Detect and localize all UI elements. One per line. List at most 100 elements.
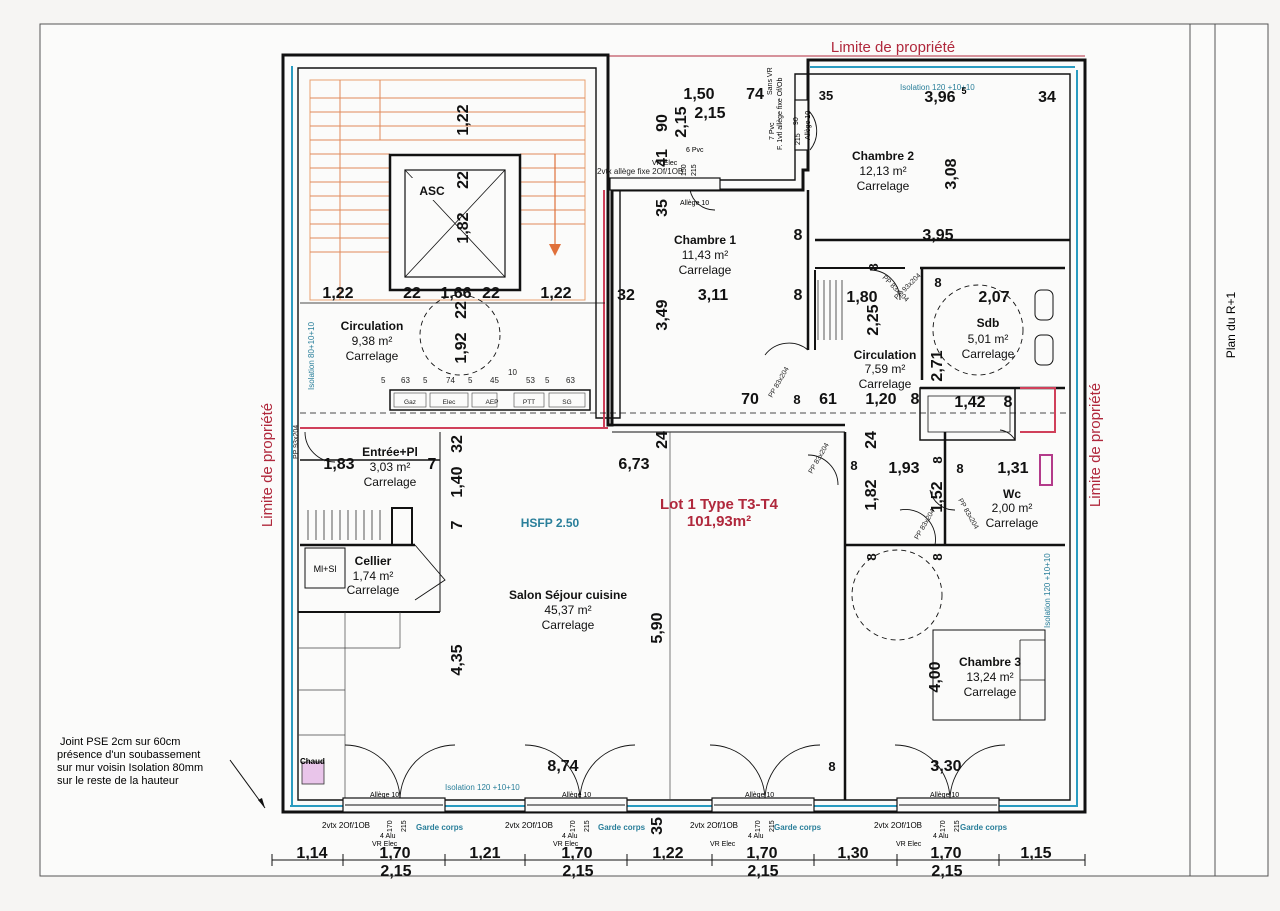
svg-text:VR Elec: VR Elec	[710, 841, 736, 848]
boiler	[301, 761, 325, 785]
svg-text:Allège 10: Allège 10	[930, 792, 959, 799]
lot-area: 101,93m²	[687, 513, 751, 530]
cellier-floor: Carrelage	[347, 583, 400, 597]
circulation2-floor: Carrelage	[859, 377, 912, 391]
svg-text:1,70: 1,70	[379, 845, 410, 862]
property-limit-left: Limite de propriété	[259, 403, 276, 527]
cellier-area: 1,74 m²	[353, 569, 394, 583]
svg-text:8: 8	[793, 392, 800, 407]
svg-text:8,74: 8,74	[547, 758, 578, 775]
svg-text:90: 90	[654, 114, 671, 132]
hsfp-label: HSFP 2.50	[521, 516, 580, 530]
svg-text:présence d'un soubassement: présence d'un soubassement	[57, 749, 200, 761]
svg-text:1,70: 1,70	[930, 845, 961, 862]
svg-text:170: 170	[940, 820, 947, 832]
duct-dim-3: 5	[423, 376, 428, 385]
svg-text:Garde corps: Garde corps	[598, 823, 646, 832]
svg-text:8: 8	[930, 456, 945, 463]
svg-text:2,07: 2,07	[978, 289, 1009, 306]
svg-text:7: 7	[428, 456, 437, 473]
svg-text:8: 8	[1004, 394, 1013, 411]
svg-text:1,70: 1,70	[561, 845, 592, 862]
svg-text:5,90: 5,90	[649, 612, 666, 643]
svg-text:1,50: 1,50	[683, 86, 714, 103]
svg-text:35: 35	[654, 199, 671, 217]
duct-dim-8: 53	[526, 376, 535, 385]
svg-text:5: 5	[961, 86, 966, 96]
sdb-area: 5,01 m²	[968, 332, 1009, 346]
svg-text:7 Pvc: 7 Pvc	[769, 122, 776, 140]
cellier-equip: Ml+Sl	[314, 564, 337, 574]
svg-text:22: 22	[455, 171, 472, 189]
turning-circles	[419, 284, 1024, 641]
svg-text:Allège 10: Allège 10	[680, 200, 709, 207]
elevator-shaft: ASC	[388, 153, 522, 292]
dimensions: 1,22 22 1,82 1,22 22 1,66 22 1,22 32 22 …	[296, 86, 1056, 880]
svg-text:1,15: 1,15	[1020, 845, 1051, 862]
sheet-frame	[39, 23, 1269, 877]
svg-text:2,25: 2,25	[865, 304, 882, 335]
duct-aep: AEP	[485, 399, 498, 406]
svg-text:1,82: 1,82	[863, 479, 880, 510]
svg-text:32: 32	[449, 435, 466, 453]
svg-text:VR Elec: VR Elec	[896, 841, 922, 848]
chambre3-area: 13,24 m²	[966, 670, 1013, 684]
svg-text:8: 8	[864, 553, 879, 560]
svg-text:1,21: 1,21	[469, 845, 500, 862]
insulation-bottom: Isolation 120 +10+10	[445, 783, 520, 792]
svg-text:8: 8	[956, 461, 963, 476]
wc-name: Wc	[1003, 487, 1021, 501]
sheet-title: Plan du R+1	[1224, 291, 1238, 358]
svg-text:1,22: 1,22	[540, 285, 571, 302]
svg-text:1,20: 1,20	[865, 391, 896, 408]
salon-floor: Carrelage	[542, 618, 595, 632]
svg-text:8: 8	[866, 263, 881, 270]
svg-text:3,08: 3,08	[943, 158, 960, 189]
svg-text:Allège 10: Allège 10	[562, 792, 591, 799]
svg-text:3,30: 3,30	[930, 758, 961, 775]
svg-text:VR Elec: VR Elec	[372, 841, 398, 848]
entree-floor: Carrelage	[364, 475, 417, 489]
svg-text:32: 32	[617, 287, 635, 304]
insulation-left: Isolation 80+10+10	[307, 321, 316, 390]
svg-text:24: 24	[863, 431, 880, 449]
svg-text:8: 8	[794, 227, 803, 244]
insulation-top: Isolation 120 +10+10	[900, 83, 975, 92]
svg-text:3,96: 3,96	[924, 89, 955, 106]
kitchen-layout	[298, 432, 671, 800]
duct-dim-1: 5	[381, 376, 386, 385]
svg-text:170: 170	[570, 820, 577, 832]
svg-text:1,40: 1,40	[449, 466, 466, 497]
svg-text:215: 215	[954, 820, 961, 832]
svg-text:4,35: 4,35	[449, 644, 466, 675]
boiler-label: Chaud	[300, 757, 325, 766]
svg-text:215: 215	[769, 820, 776, 832]
circulation1-floor: Carrelage	[346, 349, 399, 363]
svg-text:Joint PSE 2cm sur 60cm: Joint PSE 2cm sur 60cm	[60, 736, 180, 748]
svg-text:2vtx 2Of/1OB: 2vtx 2Of/1OB	[505, 821, 553, 830]
svg-text:41: 41	[654, 149, 671, 167]
joint-note: Joint PSE 2cm sur 60cm présence d'un sou…	[57, 736, 266, 809]
svg-text:1,22: 1,22	[652, 845, 683, 862]
circulation2-name: Circulation	[854, 348, 917, 362]
svg-text:150: 150	[681, 164, 688, 176]
svg-text:1,70: 1,70	[746, 845, 777, 862]
svg-text:F. 1vtl allège fixe Of/Ob: F. 1vtl allège fixe Of/Ob	[777, 78, 784, 150]
svg-text:2,15: 2,15	[747, 863, 778, 880]
property-limit-right: Limite de propriété	[1087, 383, 1104, 507]
insulation-right: Isolation 120 +10+10	[1043, 553, 1052, 628]
svg-text:1,22: 1,22	[322, 285, 353, 302]
svg-text:1,66: 1,66	[440, 285, 471, 302]
svg-text:2vtx 2Of/1OB: 2vtx 2Of/1OB	[874, 821, 922, 830]
svg-text:35: 35	[649, 817, 666, 835]
svg-text:6 Pvc: 6 Pvc	[686, 147, 704, 154]
chambre2-area: 12,13 m²	[859, 164, 906, 178]
svg-text:Garde corps: Garde corps	[960, 823, 1008, 832]
staircase	[309, 79, 586, 301]
svg-text:1,31: 1,31	[997, 460, 1028, 477]
duct-dim-7: 10	[508, 368, 517, 377]
bottom-dimension-chain	[271, 854, 1086, 866]
room-labels: Circulation 9,38 m² Carrelage Chambre 1 …	[314, 149, 1039, 699]
svg-text:74: 74	[746, 86, 764, 103]
